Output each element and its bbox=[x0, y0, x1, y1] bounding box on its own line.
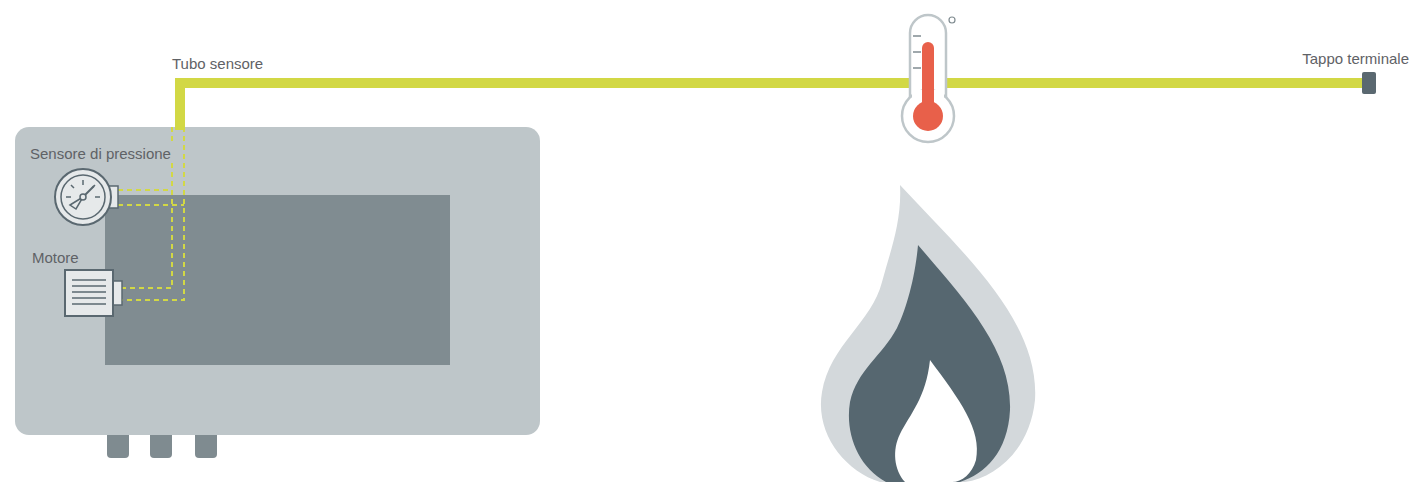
gauge-hub bbox=[80, 194, 86, 200]
part-label: Motore bbox=[30, 249, 81, 266]
gauge-body bbox=[55, 169, 111, 225]
motor-body bbox=[65, 270, 113, 316]
flame-inner bbox=[895, 360, 977, 482]
sensor-tube bbox=[180, 83, 1365, 130]
degree-symbol bbox=[949, 17, 955, 23]
device-housing bbox=[15, 127, 540, 435]
motor-symbol bbox=[65, 270, 122, 316]
internal-tube bbox=[118, 204, 184, 206]
part-label: Tappo terminale bbox=[1300, 50, 1411, 67]
motor-shaft bbox=[113, 281, 122, 305]
internal-tube bbox=[118, 189, 172, 191]
end-cap bbox=[1362, 72, 1376, 94]
part-label: Sensore di pressione bbox=[28, 145, 173, 162]
part-label-box: Tappo terminale bbox=[1300, 50, 1411, 68]
part-label-box: Motore bbox=[30, 249, 81, 267]
thermometer-mercury bbox=[913, 101, 943, 131]
pressure-gauge bbox=[55, 169, 118, 225]
thermometer bbox=[902, 15, 955, 142]
motor-fins bbox=[72, 280, 106, 304]
thermometer-ticks bbox=[913, 36, 921, 68]
device-panel bbox=[105, 195, 450, 365]
part-label-box: Tubo sensore bbox=[170, 55, 265, 73]
flame-middle bbox=[849, 245, 1010, 482]
part-label: Tubo sensore bbox=[170, 55, 265, 72]
gauge-dial bbox=[61, 175, 105, 219]
flame-icon bbox=[821, 185, 1035, 482]
flame-outer bbox=[821, 185, 1035, 482]
part-label-box: Sensore di pressione bbox=[28, 145, 173, 163]
